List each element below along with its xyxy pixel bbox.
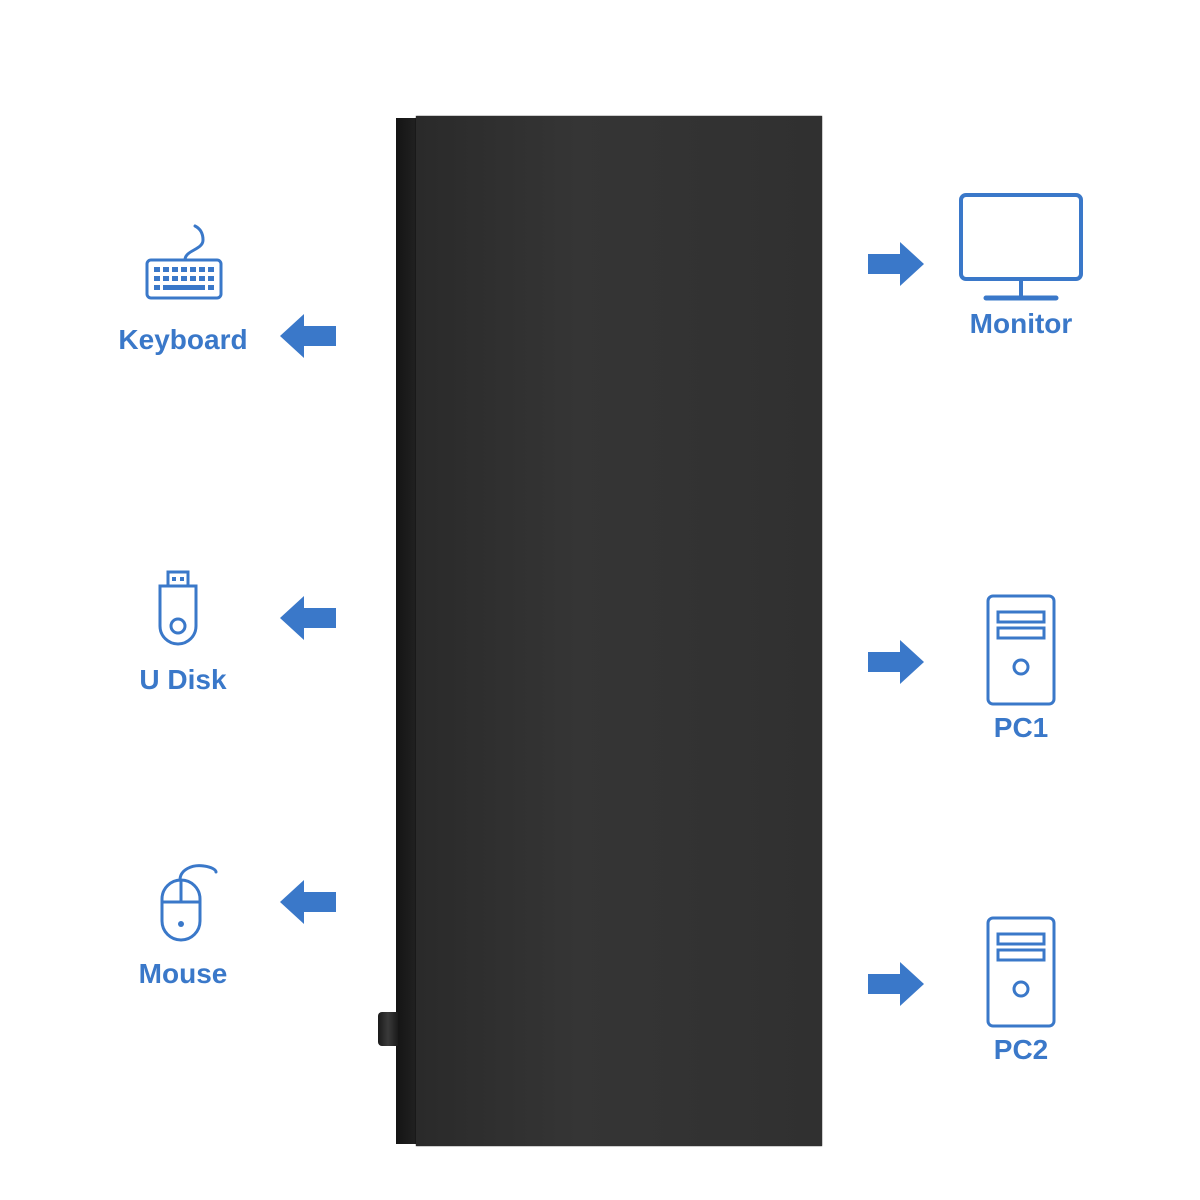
mouse-label: Mouse (138, 958, 228, 989)
mouse-icon (160, 864, 218, 942)
keyboard-icon (145, 224, 223, 300)
device-side-edge (396, 118, 418, 1144)
arrow-left-icon (280, 314, 336, 358)
usb-drive-icon (158, 570, 198, 646)
device-switch-knob (378, 1012, 398, 1046)
arrow-right-icon (868, 242, 924, 286)
kvm-switch-device (378, 116, 822, 1146)
pc1-label: PC1 (993, 712, 1049, 743)
pc-tower-icon (986, 916, 1056, 1028)
arrow-left-icon (280, 596, 336, 640)
arrow-right-icon (868, 640, 924, 684)
arrow-left-icon (280, 880, 336, 924)
monitor-label: Monitor (969, 308, 1073, 339)
monitor-icon (959, 193, 1083, 301)
pc2-label: PC2 (993, 1034, 1049, 1065)
arrow-right-icon (868, 962, 924, 1006)
device-front-panel (416, 116, 822, 1146)
pc-tower-icon (986, 594, 1056, 706)
u-disk-label: U Disk (139, 664, 227, 695)
keyboard-label: Keyboard (118, 324, 248, 355)
